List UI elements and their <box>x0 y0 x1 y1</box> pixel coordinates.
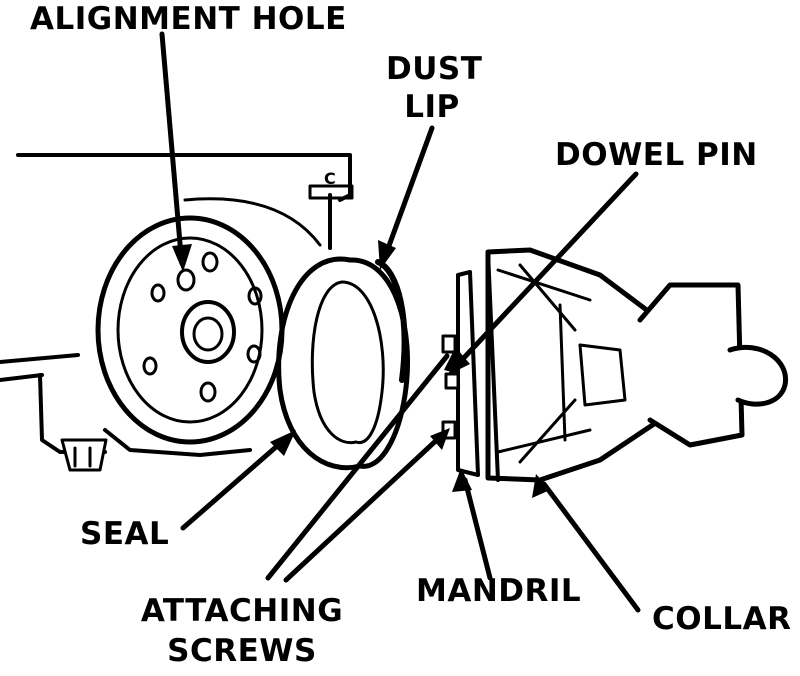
installer-tool <box>441 247 788 483</box>
seal-ring <box>276 256 410 471</box>
label-dowel-pin: DOWEL PIN <box>555 137 758 173</box>
leader-mandril <box>462 477 493 581</box>
hex-bolt <box>60 438 108 472</box>
label-collar: COLLAR <box>652 601 792 637</box>
leader-lines <box>159 31 641 613</box>
leader-collar <box>541 481 641 613</box>
leader-alignment-hole <box>159 31 184 258</box>
label-screws: SCREWS <box>167 633 317 669</box>
leader-dowel-pin <box>457 171 639 365</box>
label-attaching: ATTACHING <box>140 593 344 629</box>
label-dust: DUST <box>386 51 483 87</box>
label-mandril: MANDRIL <box>416 573 582 609</box>
label-alignment-hole: ALIGNMENT HOLE <box>30 1 347 37</box>
label-seal: SEAL <box>80 516 170 552</box>
label-lip: LIP <box>404 89 460 125</box>
leader-seal <box>180 437 287 531</box>
crankshaft-hub <box>95 215 285 445</box>
arrowheads <box>172 240 550 498</box>
leader-screws-1 <box>265 353 450 581</box>
alignment-hole <box>176 268 196 292</box>
leader-screws-2 <box>283 433 444 583</box>
leader-dust-lip <box>383 125 435 257</box>
label-tag-c: C <box>324 169 337 188</box>
